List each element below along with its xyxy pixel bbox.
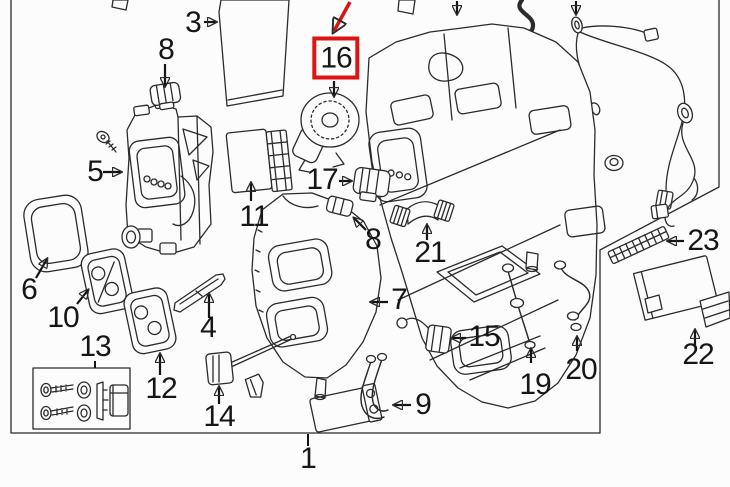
part-8-clip-mid (325, 195, 354, 217)
part-14-actuator-rod (205, 333, 297, 398)
part-23-insulator (607, 226, 670, 265)
part-15-sensor (396, 317, 452, 354)
callout-20: 20 (565, 353, 597, 386)
part-grommet (121, 225, 141, 249)
callout-9: 9 (415, 388, 432, 421)
part-16-blower-motor (292, 92, 360, 173)
callout-4: 4 (200, 311, 217, 344)
part-tiny-top-left (111, 0, 129, 11)
part-11-evaporator (225, 128, 293, 194)
highlight-arrow (334, 1, 352, 31)
part-4-link (173, 273, 226, 313)
part-6-seal (23, 194, 89, 273)
part-21-duct-hose (389, 199, 455, 228)
callout-6: 6 (21, 273, 38, 306)
part-harness-right (650, 102, 699, 227)
callout-8-top: 8 (158, 33, 175, 66)
part-main-hvac-assembly (365, 23, 606, 409)
callout-10: 10 (47, 301, 79, 334)
callout-17: 17 (306, 163, 338, 196)
part-22-heater-core (632, 255, 730, 328)
part-7-case (251, 192, 382, 401)
part-12-door (123, 287, 177, 355)
part-5-intake-housing (125, 97, 214, 255)
callout-13: 13 (79, 330, 111, 363)
callout-15: 15 (468, 320, 500, 353)
part-10-door (80, 248, 134, 315)
callout-11: 11 (239, 200, 269, 233)
part-13-hardware-kit (32, 367, 131, 430)
callout-23: 23 (687, 224, 719, 257)
diagram-border (10, 0, 720, 434)
part-grommet-nut (604, 154, 624, 172)
callout-1: 1 (300, 442, 317, 475)
callout-14: 14 (203, 400, 235, 433)
callout-arrows (35, 1, 695, 446)
part-17-bracket (352, 166, 391, 203)
part-screw (96, 130, 117, 153)
part-9-heater-pipes (309, 352, 389, 433)
callout-3: 3 (185, 6, 202, 39)
callout-19: 19 (519, 368, 551, 401)
callout-5: 5 (87, 155, 104, 188)
part-3-cabin-filter (218, 0, 290, 107)
callout-16-highlighted: 16 (312, 36, 360, 80)
callout-12: 12 (145, 372, 177, 405)
part-bracket-top (397, 0, 416, 15)
callout-8-mid: 8 (365, 223, 382, 256)
callout-7: 7 (391, 283, 408, 316)
part-19-water-pipe (501, 263, 536, 350)
callout-22: 22 (682, 338, 714, 371)
part-20-water-hose (553, 260, 591, 332)
callout-21: 21 (414, 236, 446, 269)
